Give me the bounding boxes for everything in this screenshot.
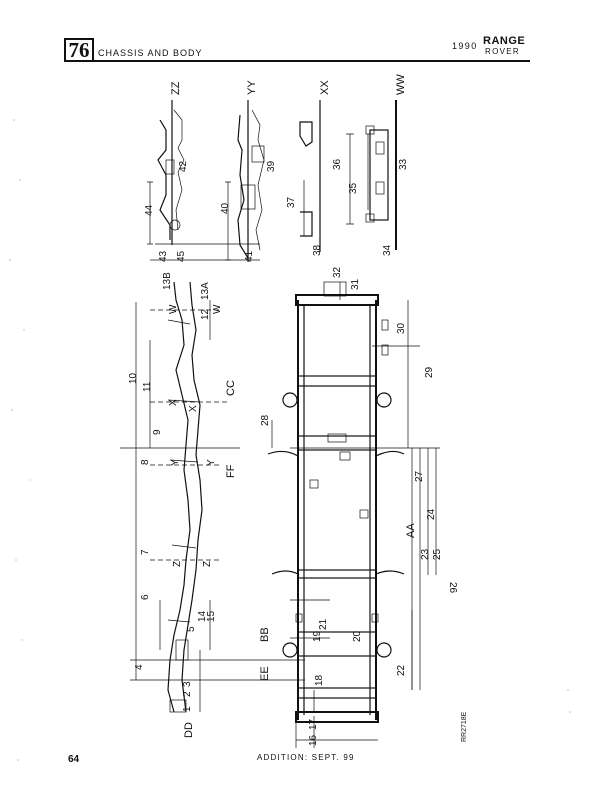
callout-14: 14 [197,610,208,622]
callout-6: 6 [140,594,151,600]
section-title: CHASSIS AND BODY [98,48,203,58]
callout-3: 3 [182,681,193,687]
section-label-aa: AA [405,523,417,538]
callout-31: 31 [350,278,361,290]
callout-5: 5 [186,626,197,632]
cut-label-y1: Y [170,459,181,466]
section-label-ww: WW [395,74,407,95]
scan-specks [9,119,571,761]
cut-label-x1: X [168,399,179,406]
callout-45: 45 [176,250,187,262]
callout-1: 1 [182,706,193,712]
callout-39: 39 [266,160,277,172]
callout-41: 41 [244,250,255,262]
callout-24: 24 [426,508,437,520]
callout-20: 20 [352,630,363,642]
callout-42: 42 [178,160,189,172]
callout-26: 26 [447,582,458,594]
section-label-bb: BB [259,627,271,642]
callout-10: 10 [128,372,139,384]
callout-40: 40 [220,202,231,214]
callout-43: 43 [158,250,169,262]
callout-25: 25 [432,548,443,560]
callout-36: 36 [332,158,343,170]
header-rule [64,60,530,62]
cut-label-w2: W [212,304,223,314]
callout-15: 15 [206,610,217,622]
section-label-xx: XX [319,80,331,95]
callout-12: 12 [200,308,211,320]
cut-label-z1: Z [172,561,183,567]
callout-7: 7 [140,549,151,555]
callout-2: 2 [182,691,193,697]
cross-sections [147,100,397,262]
section-label-ff: FF [225,464,237,478]
callout-30: 30 [396,322,407,334]
model-name-line1: RANGE [483,35,526,47]
callout-34: 34 [382,244,393,256]
callout-44: 44 [144,204,155,216]
callout-23: 23 [420,548,431,560]
section-label-dd: DD [183,722,195,738]
callout-37: 37 [286,196,297,208]
callout-4: 4 [134,664,145,670]
callout-22: 22 [396,664,407,676]
cut-label-w1: W [168,304,179,314]
drawing-reference: RR2718E [461,711,468,742]
callout-28: 28 [260,414,271,426]
side-elevation [120,281,305,713]
plan-view-frame [267,281,440,748]
callout-21: 21 [318,618,329,630]
edition-note: ADDITION: SEPT. 99 [257,753,355,762]
callout-13a: 13A [200,282,211,300]
section-label-cc: CC [225,380,237,396]
callout-29: 29 [424,366,435,378]
callout-16: 16 [308,734,319,746]
callout-labels: ZZ YY XX WW CC FF AA BB EE DD W W X X Y … [128,74,468,746]
section-label-zz: ZZ [170,81,182,95]
cut-label-y2: Y [206,459,217,466]
callout-9: 9 [152,429,163,435]
model-year: 1990 [452,41,478,51]
callout-19: 19 [312,630,323,642]
callout-13b: 13B [162,272,173,290]
section-label-ee: EE [259,666,271,681]
page-number: 64 [68,754,80,765]
cut-label-x2: X [188,405,199,412]
section-label-yy: YY [246,80,258,95]
model-name-line2: ROVER [485,47,520,56]
callout-27: 27 [414,470,425,482]
callout-17: 17 [308,718,319,730]
callout-33: 33 [398,158,409,170]
callout-8: 8 [140,459,151,465]
callout-18: 18 [314,674,325,686]
callout-35: 35 [348,182,359,194]
cut-label-z2: Z [202,561,213,567]
callout-32: 32 [332,266,343,278]
callout-38: 38 [312,244,323,256]
callout-11: 11 [142,381,153,392]
